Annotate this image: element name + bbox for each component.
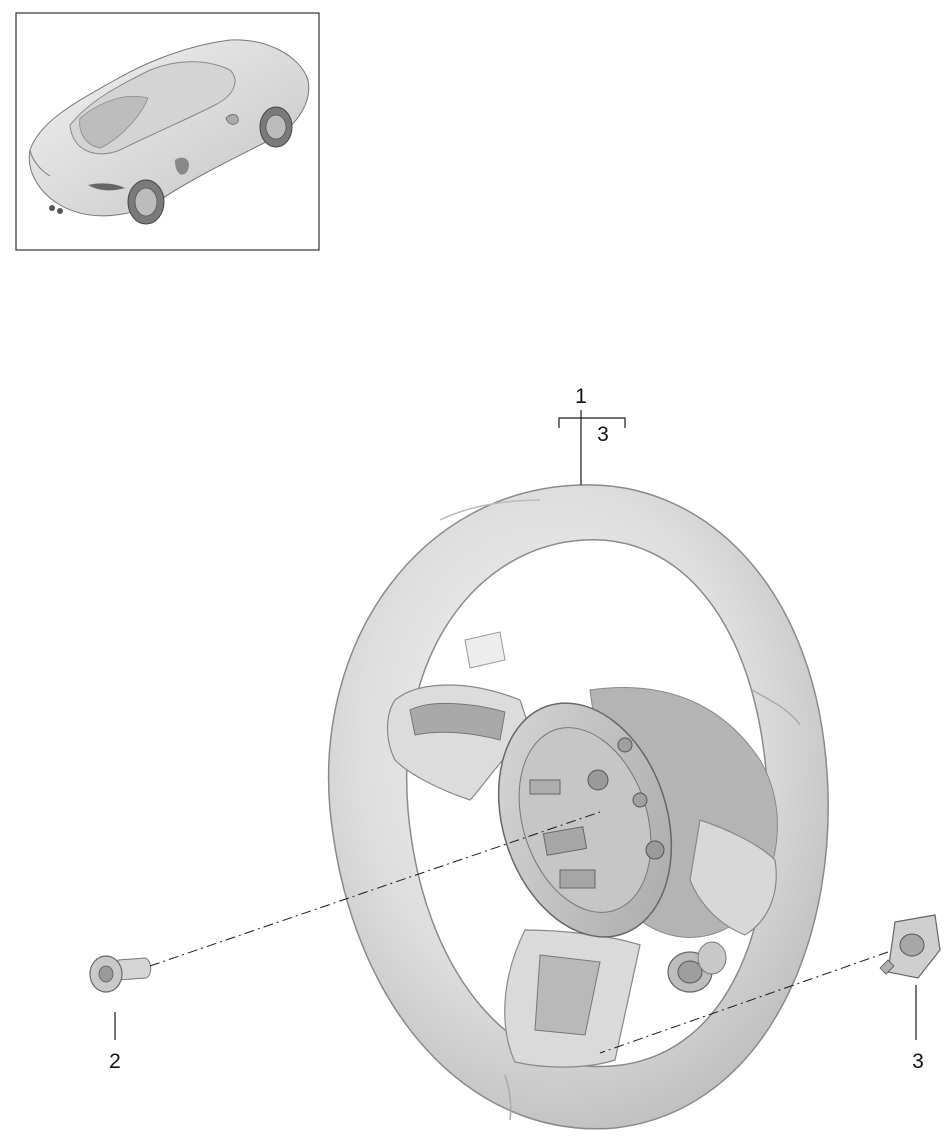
leader-bracket-1 <box>558 417 626 428</box>
callout-item-1-sub: 3 <box>597 423 609 446</box>
callout-item-1: 1 <box>575 385 587 408</box>
clip-bracket <box>879 914 941 979</box>
callout-item-2: 2 <box>109 1050 121 1073</box>
steering-wheel <box>327 484 829 1130</box>
assembly-lines <box>149 811 889 1054</box>
vehicle-car-icon <box>28 39 310 225</box>
assembly-line-clip <box>599 951 889 1054</box>
bolt <box>89 955 152 993</box>
vehicle-thumbnail <box>15 12 320 251</box>
leader-lines <box>114 410 917 1040</box>
callout-item-3: 3 <box>912 1050 924 1073</box>
